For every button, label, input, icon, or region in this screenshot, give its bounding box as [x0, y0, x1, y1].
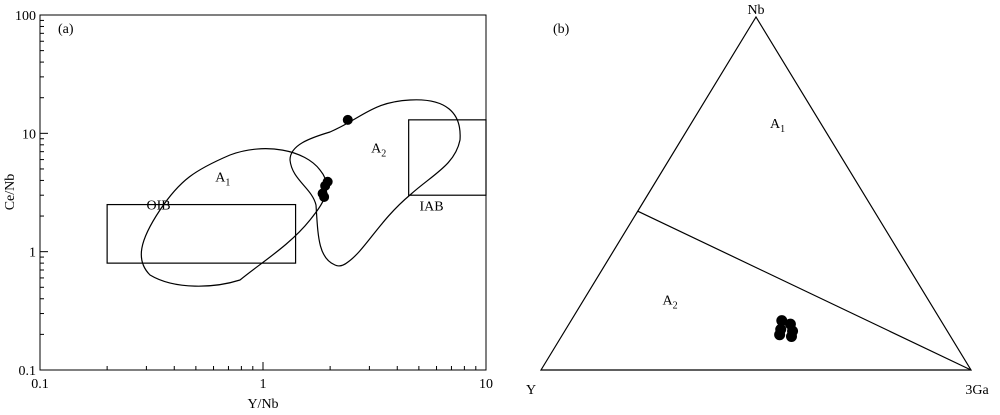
field-a2-outline [289, 99, 461, 267]
y-tick-label: 10 [22, 127, 36, 142]
ternary-field-label-a2-subscript: 2 [673, 300, 678, 311]
ternary-triangle [539, 15, 973, 371]
ternary-sample-point [776, 315, 788, 327]
panel-b-label: (b) [553, 22, 570, 37]
y-tick-label: 100 [15, 9, 36, 24]
vertex-label-left: Y [526, 383, 536, 398]
x-tick-label: 0.1 [31, 377, 49, 392]
ternary-sample-point [785, 330, 797, 342]
ternary-field-label-a1-text: A [770, 117, 781, 132]
field-label-a1: A1 [215, 171, 230, 189]
ternary-field-label-a1-subscript: 1 [780, 124, 785, 135]
field-iab-box [408, 119, 487, 196]
sample-points [317, 114, 353, 202]
ternary-sample-points [774, 315, 799, 342]
sample-point [319, 191, 330, 202]
field-label-iab: IAB [419, 200, 443, 215]
ternary-field-label-a2-text: A [662, 293, 673, 308]
field-label-a1-text: A [215, 171, 226, 186]
x-tick-label: 1 [260, 377, 267, 392]
x-tick-label: 10 [479, 377, 493, 392]
ternary-field-label-a1: A1 [770, 117, 785, 135]
field-label-a1-subscript: 1 [225, 178, 230, 189]
field-divider-line [637, 210, 972, 371]
ternary-sample-point [774, 329, 786, 341]
x-axis-label: Y/Nb [247, 397, 278, 412]
panel-a-label: (a) [58, 22, 74, 37]
field-label-oib: OIB [146, 199, 170, 214]
field-a1-outline [140, 148, 328, 287]
plot-frame [39, 14, 487, 371]
axis-ticks: 0.1 1 10 0.1 1 10 100 [15, 9, 493, 392]
y-tick-label: 0.1 [19, 364, 37, 379]
y-axis-label: Ce/Nb [3, 174, 18, 211]
field-label-a2-text: A [371, 141, 382, 156]
field-label-a2: A2 [371, 141, 386, 159]
ternary-field-label-a2: A2 [662, 293, 677, 311]
field-label-oib-text: OIB [146, 199, 170, 214]
field-oib-box [106, 203, 297, 264]
field-label-iab-text: IAB [419, 200, 443, 215]
y-tick-label: 1 [29, 246, 36, 261]
sample-point [320, 180, 331, 191]
sample-point [342, 114, 353, 125]
field-label-a2-subscript: 2 [381, 148, 386, 159]
vertex-label-right: 3Ga [965, 383, 989, 398]
vertex-label-top: Nb [747, 3, 764, 18]
